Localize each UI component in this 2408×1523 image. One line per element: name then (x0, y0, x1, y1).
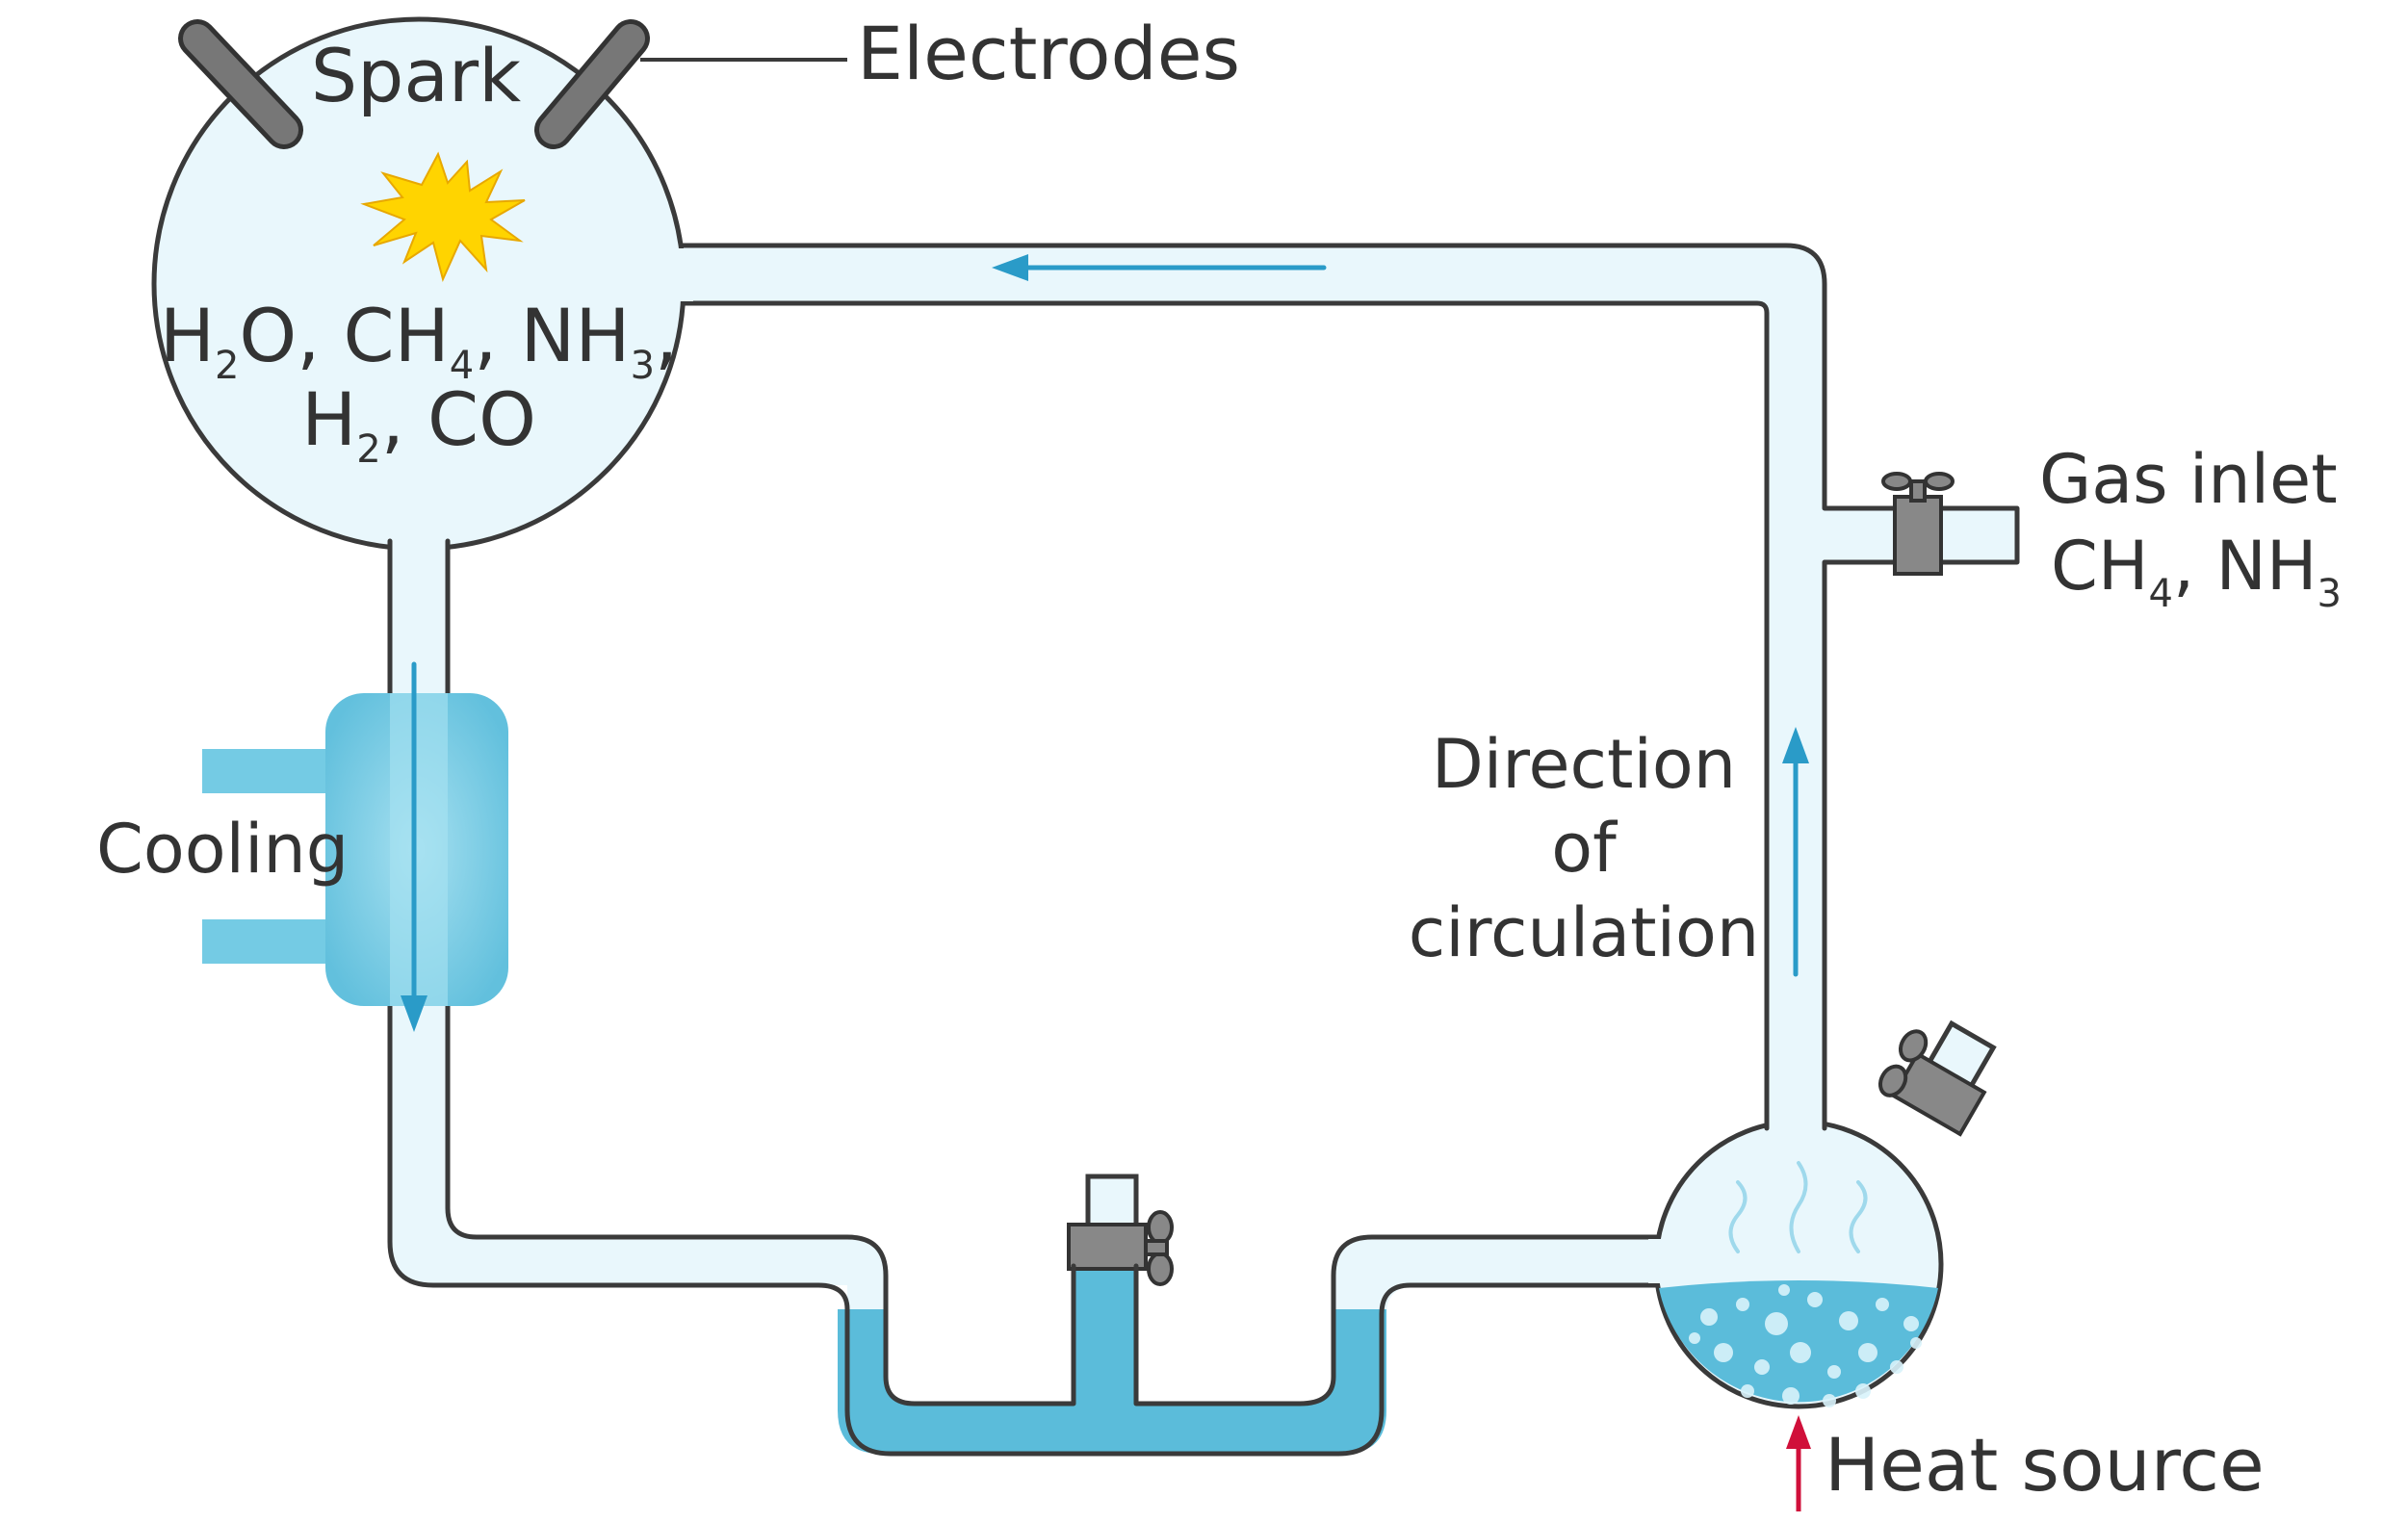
gas-inlet-label: Gas inlet (2039, 440, 2338, 519)
spark-flask (151, 16, 693, 561)
heat-arrow-icon (1786, 1415, 1811, 1511)
cooling-label: Cooling (96, 810, 349, 889)
gas-inlet-valve (1881, 472, 1955, 576)
condenser (202, 693, 508, 1006)
flow-arrow-top (992, 254, 1327, 281)
water-trap (838, 1242, 1386, 1454)
direction-label-line-2: of (1551, 809, 1618, 888)
gases-line-1: H2O, CH4, NH3, (160, 293, 678, 388)
direction-label-line-3: circulation (1409, 893, 1759, 972)
boiling-flask (1648, 1020, 1997, 1409)
flow-arrow-right (1782, 727, 1809, 977)
spark-burst-icon (360, 151, 526, 282)
gas-inlet-gases: CH4, NH3 (2051, 527, 2342, 616)
trap-stopcock (1067, 1174, 1174, 1286)
direction-label-line-1: Direction (1432, 725, 1736, 804)
electrodes-label: Electrodes (857, 11, 1240, 96)
heat-source-label: Heat source (1825, 1422, 2265, 1508)
electrodes (178, 19, 650, 149)
tubing-outline (387, 243, 2020, 1457)
spark-label: Spark (311, 33, 521, 118)
gases-line-2: H2, CO (301, 376, 536, 472)
flow-arrow-left (401, 661, 427, 1032)
